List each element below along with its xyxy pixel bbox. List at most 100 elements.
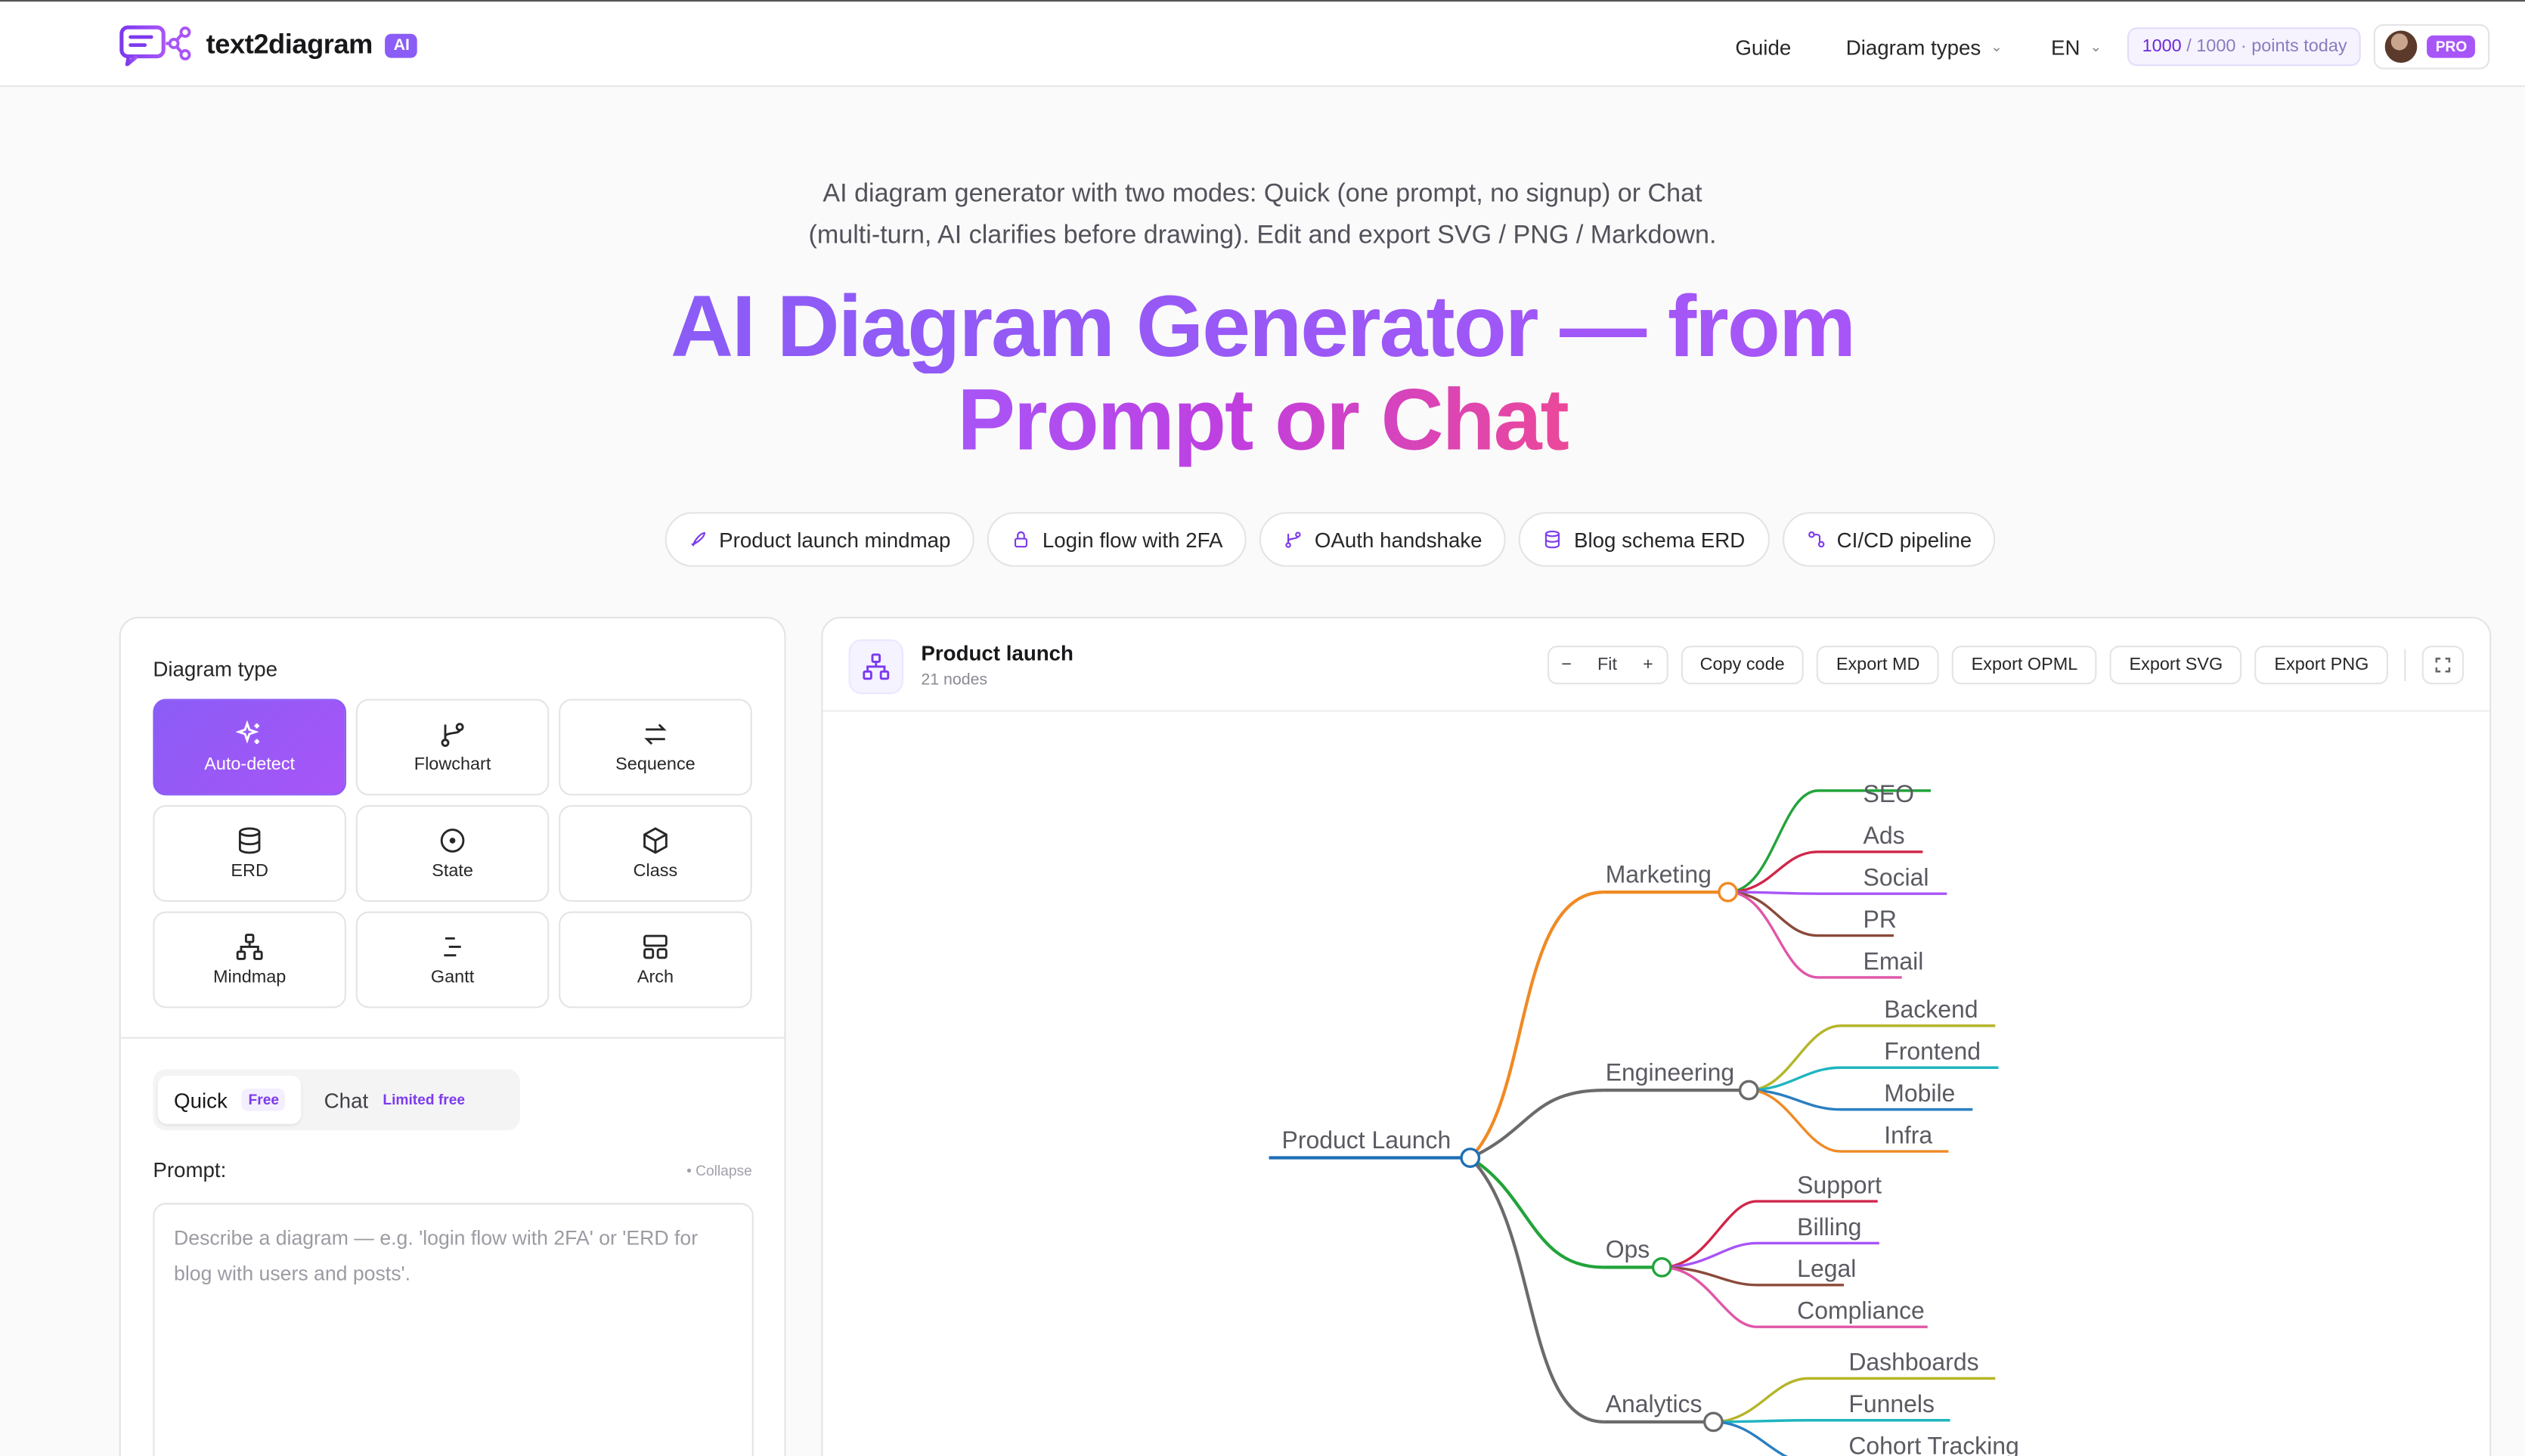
network-icon — [236, 934, 263, 960]
type-label: ERD — [231, 861, 268, 881]
collapse-toggle[interactable]: • Collapse — [686, 1162, 752, 1179]
chat-diagram-logo-icon — [119, 25, 191, 67]
leaf-mobile: Mobile — [1884, 1080, 1955, 1107]
leaf-social: Social — [1864, 864, 1929, 891]
type-label: Class — [633, 861, 678, 881]
example-chips: Product launch mindmap Login flow with 2… — [67, 512, 2525, 567]
copy-code-button[interactable]: Copy code — [1681, 646, 1805, 685]
diagram-canvas[interactable]: Product Launch Marketing SEO Ads Social … — [823, 712, 2489, 1456]
chevron-down-icon: ⌄ — [2090, 38, 2102, 54]
gantt-icon — [444, 937, 461, 957]
points-counter: 1000 / 1000 · points today — [2127, 27, 2362, 67]
mindmap-svg: Product Launch Marketing SEO Ads Social … — [1269, 780, 2019, 1456]
type-label: Mindmap — [212, 968, 287, 987]
chip-ci-cd-pipeline[interactable]: CI/CD pipeline — [1782, 512, 1997, 567]
leaf-billing: Billing — [1797, 1213, 1861, 1241]
leaf-infra: Infra — [1884, 1121, 1932, 1148]
layout-icon — [643, 934, 668, 959]
type-arch-button[interactable]: Arch — [559, 911, 752, 1008]
zoom-control: − Fit + — [1547, 646, 1668, 685]
export-png-button[interactable]: Export PNG — [2254, 646, 2388, 685]
branch-analytics-label: Analytics — [1606, 1390, 1702, 1417]
type-auto-detect-button[interactable]: Auto-detect — [153, 699, 346, 796]
hero-title: AI Diagram Generator — from Prompt or Ch… — [0, 280, 2525, 467]
database-icon — [238, 827, 261, 854]
chip-oauth-handshake[interactable]: OAuth handshake — [1259, 512, 1507, 567]
prompt-label: Prompt: — [153, 1157, 227, 1182]
export-svg-button[interactable]: Export SVG — [2109, 646, 2242, 685]
mode-tabs: Quick Free Chat Limited free — [153, 1069, 521, 1131]
leaf-funnels: Funnels — [1848, 1390, 1935, 1417]
node-analytics[interactable] — [1703, 1411, 1724, 1433]
node-root[interactable] — [1460, 1148, 1481, 1168]
type-flowchart-button[interactable]: Flowchart — [355, 699, 550, 796]
zoom-out-button[interactable]: − — [1561, 655, 1572, 675]
ai-badge: AI — [385, 33, 418, 57]
pro-badge: PRO — [2427, 35, 2475, 58]
type-label: Gantt — [430, 968, 475, 987]
leaf-pr: PR — [1864, 906, 1897, 933]
points-used: 1000 — [2142, 36, 2182, 57]
brand-logo[interactable]: text2diagram AI — [119, 24, 418, 67]
leaf-email: Email — [1864, 947, 1924, 974]
nav-guide-link[interactable]: Guide — [1735, 34, 1792, 59]
zoom-in-button[interactable]: + — [1643, 655, 1653, 675]
leaf-support: Support — [1797, 1171, 1882, 1198]
branch-ops-label: Ops — [1606, 1236, 1650, 1263]
node-engineering[interactable] — [1738, 1080, 1759, 1101]
sparkles-icon — [235, 720, 259, 745]
hero-subtitle-line1: AI diagram generator with two modes: Qui… — [823, 180, 1702, 208]
leaf-ads: Ads — [1864, 822, 1905, 849]
type-mindmap-button[interactable]: Mindmap — [153, 911, 346, 1008]
circle-dot-icon — [440, 829, 465, 853]
language-selector[interactable]: EN ⌄ — [2051, 35, 2102, 59]
type-sequence-button[interactable]: Sequence — [559, 699, 752, 796]
account-menu[interactable]: PRO — [2374, 23, 2490, 70]
preview-panel: Product launch 21 nodes − Fit + Copy cod… — [821, 616, 2492, 1456]
expand-icon — [2435, 657, 2451, 673]
branch-engineering-label: Engineering — [1606, 1058, 1734, 1086]
language-label: EN — [2050, 34, 2080, 59]
export-md-button[interactable]: Export MD — [1817, 646, 1940, 685]
fullscreen-button[interactable] — [2421, 646, 2465, 685]
type-erd-button[interactable]: ERD — [153, 805, 346, 902]
nav-diagram-types-dropdown[interactable]: Diagram types ⌄ — [1846, 35, 2003, 59]
type-state-button[interactable]: State — [355, 805, 550, 902]
tab-chat[interactable]: Chat Limited free — [308, 1076, 481, 1124]
chip-login-flow-2fa[interactable]: Login flow with 2FA — [987, 512, 1247, 567]
type-label: Arch — [637, 968, 674, 987]
tab-quick[interactable]: Quick Free — [157, 1075, 302, 1124]
brand-name: text2diagram — [206, 29, 373, 60]
prompt-textarea[interactable]: Describe a diagram — e.g. 'login flow wi… — [153, 1203, 754, 1456]
leaf-legal: Legal — [1797, 1255, 1856, 1282]
diagram-title: Product launch — [921, 640, 1074, 665]
database-icon — [1545, 530, 1560, 549]
type-label: Flowchart — [414, 755, 491, 775]
diagram-type-heading: Diagram type — [153, 657, 278, 682]
type-class-button[interactable]: Class — [559, 805, 752, 902]
leaf-cohort-tracking: Cohort Tracking — [1848, 1432, 2018, 1456]
chip-label: Login flow with 2FA — [1042, 527, 1223, 552]
preview-header: Product launch 21 nodes − Fit + Copy cod… — [823, 618, 2490, 712]
type-label: Auto-detect — [204, 755, 296, 775]
chip-label: CI/CD pipeline — [1836, 527, 1972, 552]
hero-title-line1: AI Diagram Generator — from — [670, 278, 1856, 376]
node-count: 21 nodes — [921, 671, 988, 689]
workflow-icon — [1808, 531, 1824, 548]
free-tag: Free — [242, 1088, 286, 1111]
type-gantt-button[interactable]: Gantt — [355, 911, 550, 1008]
leaf-dashboards: Dashboards — [1848, 1349, 1978, 1376]
export-opml-button[interactable]: Export OPML — [1952, 646, 2097, 685]
chip-product-launch-mindmap[interactable]: Product launch mindmap — [664, 512, 975, 567]
node-ops[interactable] — [1651, 1256, 1672, 1278]
tab-chat-label: Chat — [324, 1087, 369, 1112]
leaf-backend: Backend — [1884, 996, 1978, 1023]
zoom-fit-button[interactable]: Fit — [1597, 655, 1618, 675]
rocket-icon — [689, 531, 705, 547]
diagram-type-grid: Auto-detect Flowchart Sequence ERD State… — [153, 699, 752, 1008]
chip-label: Product launch mindmap — [719, 527, 951, 552]
panel-divider — [120, 1036, 785, 1039]
node-marketing[interactable] — [1718, 881, 1739, 903]
nav-diagram-types-label: Diagram types — [1845, 34, 1981, 59]
chip-blog-schema-erd[interactable]: Blog schema ERD — [1519, 512, 1770, 567]
